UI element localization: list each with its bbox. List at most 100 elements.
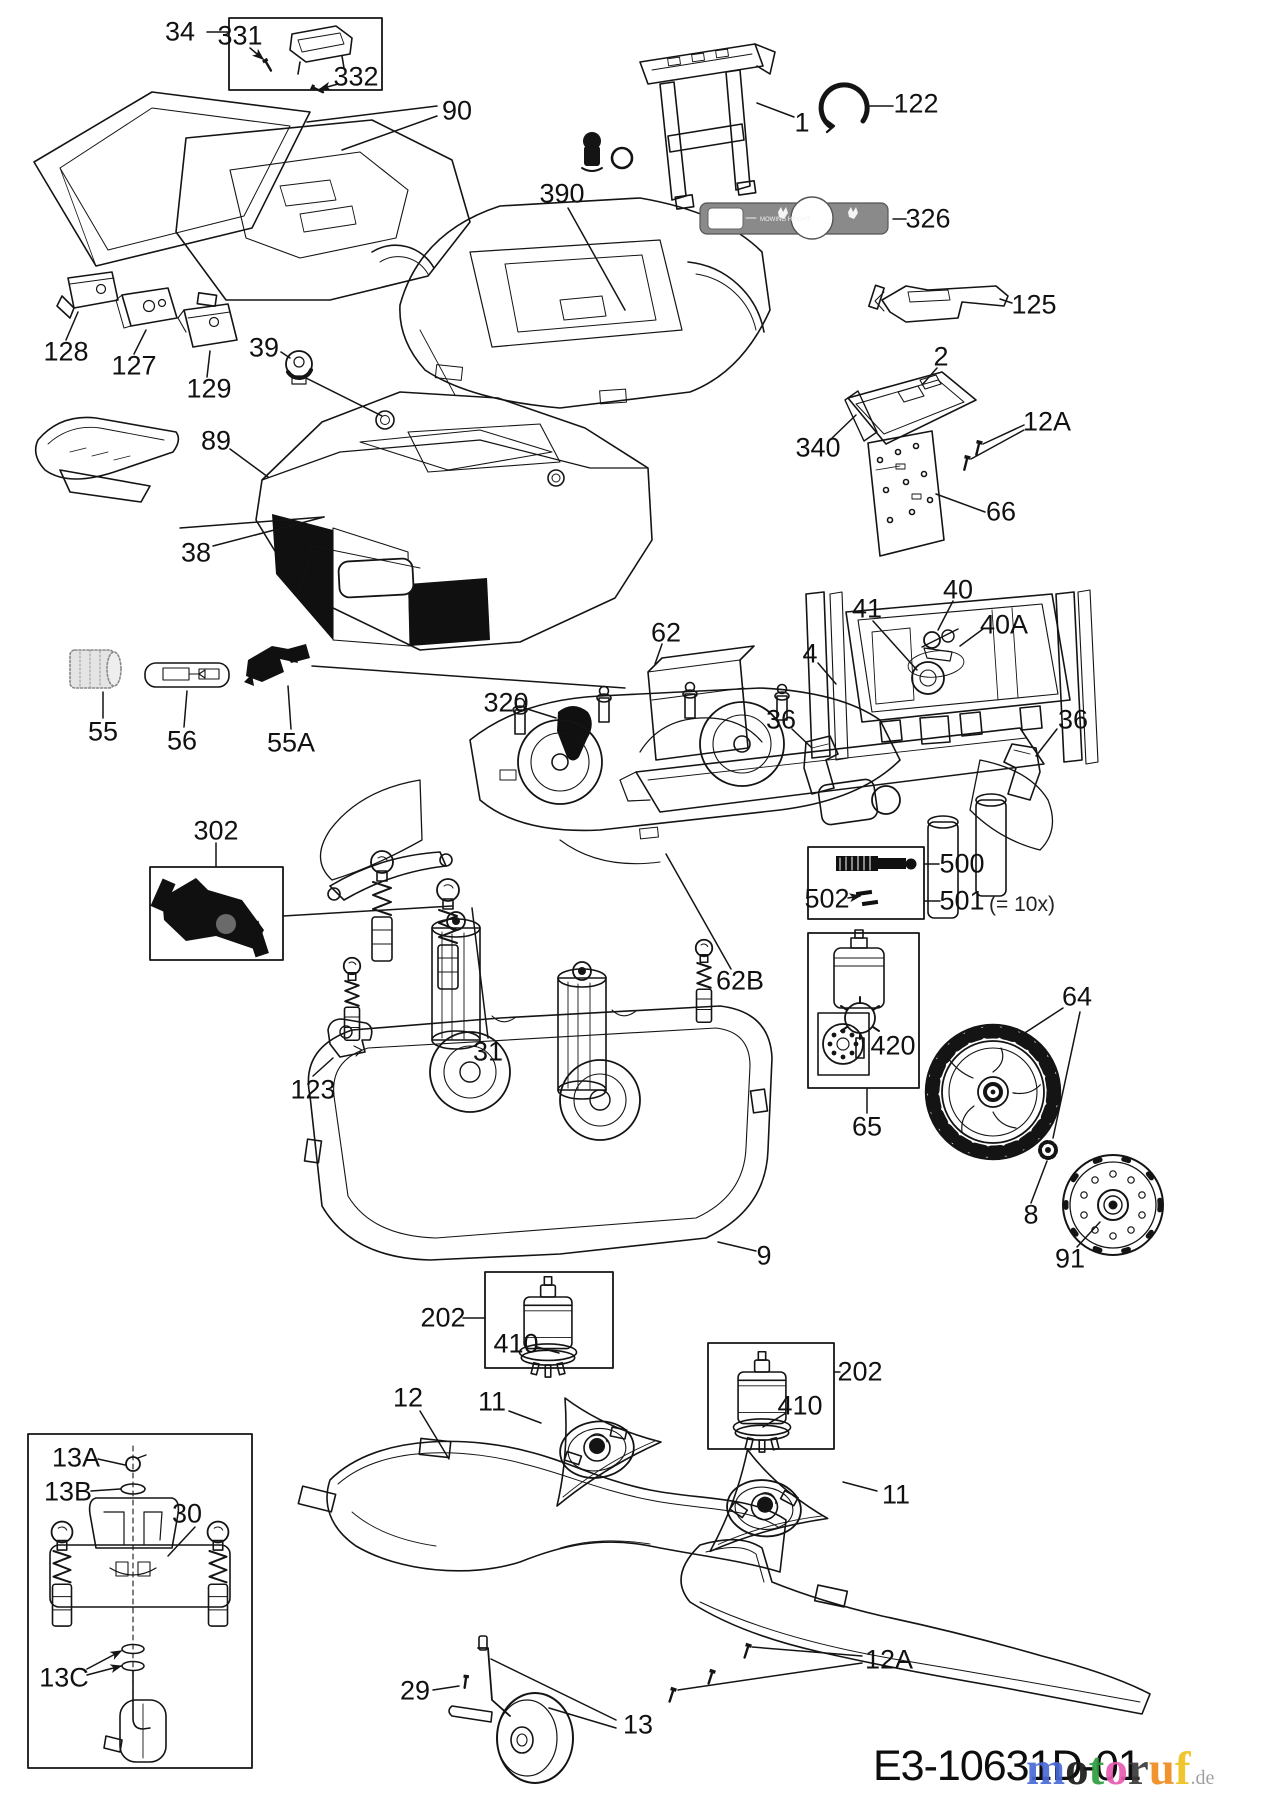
- part-390-plug: [582, 132, 632, 171]
- part-label-128: 128: [43, 336, 89, 367]
- part-123-clip: [328, 1019, 372, 1057]
- part-38-bumper: [36, 417, 179, 502]
- watermark: motoruf.de: [1026, 1742, 1214, 1796]
- part-label-41: 41: [851, 593, 883, 624]
- part-label-12: 12: [392, 1382, 424, 1413]
- part-420-box: [818, 1013, 869, 1075]
- part-8-nut: [1040, 1142, 1056, 1158]
- part-label-8: 8: [1023, 1199, 1039, 1230]
- part-label-340: 340: [795, 432, 841, 463]
- part-label-40: 40: [942, 574, 974, 605]
- part-label-36-left: 36: [765, 704, 797, 735]
- part-label-11-right: 11: [881, 1479, 911, 1510]
- part-label-1: 1: [794, 107, 810, 138]
- part-36-damper-left: [804, 736, 838, 794]
- part-label-55A: 55A: [266, 727, 316, 758]
- part-label-501: 501: [939, 885, 985, 916]
- part-29-pin: [460, 1673, 471, 1690]
- part-129-sensor: [178, 304, 237, 347]
- drawing-code: E3-10631D-01: [873, 1742, 1142, 1790]
- part-top-housing: [400, 198, 770, 408]
- part-label-90: 90: [441, 95, 473, 126]
- part-91-hubcap: [1063, 1155, 1163, 1255]
- part-label-38: 38: [180, 537, 212, 568]
- watermark-word: motoruf: [1026, 1743, 1191, 1795]
- part-128-sensor: [57, 272, 118, 318]
- part-label-9: 9: [756, 1240, 772, 1271]
- part-90-cover: [34, 92, 470, 306]
- part-label-4: 4: [802, 638, 818, 669]
- part-4-battery-tray: [806, 590, 1098, 764]
- part-326-decal: MOWING HEIGHT: [700, 197, 888, 239]
- part-label-13: 13: [622, 1709, 654, 1740]
- part-label-500: 500: [939, 848, 985, 879]
- part-55-grommet: [70, 650, 121, 688]
- leader-lines: [66, 32, 1100, 1728]
- part-30-height-adjuster: [28, 1434, 252, 1768]
- part-label-332: 332: [333, 61, 379, 92]
- part-label-40A: 40A: [979, 609, 1029, 640]
- part-34-latch-kit: [229, 18, 382, 96]
- part-65-gearmotor-kit: [808, 930, 919, 1088]
- part-202-motor-kit-left: [485, 1272, 613, 1378]
- part-label-36-right: 36: [1057, 704, 1089, 735]
- part-label-11-left: 11: [477, 1386, 507, 1417]
- part-36-damper-right: [1004, 744, 1040, 800]
- part-label-30: 30: [171, 1498, 203, 1529]
- part-label-122: 122: [893, 88, 939, 119]
- part-340-seal: [845, 391, 877, 441]
- part-202-motor-kit-right: [708, 1343, 834, 1453]
- part-label-56: 56: [166, 725, 198, 756]
- part-122-clip-ring: [821, 85, 867, 132]
- part-label-29: 29: [399, 1675, 431, 1706]
- part-label-331: 331: [217, 20, 263, 51]
- part-label-64: 64: [1061, 981, 1093, 1012]
- part-label-39: 39: [248, 332, 280, 363]
- part-56-fuse: [145, 663, 229, 687]
- part-31-chassis: [320, 681, 1052, 990]
- part-55A-clip: [244, 644, 310, 686]
- part-64-wheel: [926, 1025, 1060, 1159]
- part-1-handle: [640, 44, 775, 209]
- part-500-spindle-kit: [808, 847, 924, 919]
- part-9-deck: [305, 911, 772, 1260]
- part-label-420: 420: [870, 1030, 916, 1061]
- part-label-410-right: 410: [777, 1390, 823, 1421]
- part-label-31: 31: [472, 1036, 504, 1067]
- part-label-13C: 13C: [39, 1662, 89, 1693]
- part-12-shell: [298, 1438, 786, 1572]
- part-label-390: 390: [539, 178, 585, 209]
- part-40-cam: [922, 629, 958, 661]
- part-127-sensor: [116, 288, 177, 328]
- part-66-pcb: [868, 431, 944, 556]
- part-302-bracket: [150, 867, 283, 960]
- part-125-bracket: [869, 285, 1008, 322]
- part-label-65: 65: [851, 1111, 883, 1142]
- part-label-202-left: 202: [420, 1302, 466, 1333]
- part-label-34: 34: [164, 16, 196, 47]
- part-label-326: 326: [905, 203, 951, 234]
- part-label-127: 127: [111, 350, 157, 381]
- part-label-91: 91: [1054, 1243, 1086, 1274]
- part-label-55: 55: [87, 716, 119, 747]
- part-label-302: 302: [193, 815, 239, 846]
- part-label-89: 89: [200, 425, 232, 456]
- part-label-qty-note: (= 10x): [989, 893, 1055, 916]
- part-label-66: 66: [985, 496, 1017, 527]
- part-13-lower-shell: [681, 1540, 1150, 1714]
- decal-text: MOWING HEIGHT: [760, 217, 811, 223]
- part-label-2: 2: [933, 341, 949, 372]
- watermark-suffix: .de: [1190, 1767, 1215, 1789]
- part-label-410-left: 410: [493, 1328, 539, 1359]
- part-39-knob: [286, 351, 312, 384]
- part-label-62B: 62B: [715, 965, 765, 996]
- part-2-tray: [845, 372, 976, 444]
- part-label-129: 129: [186, 373, 232, 404]
- part-label-12A-bottom: 12A: [864, 1644, 914, 1675]
- part-13-caster: [449, 1636, 573, 1783]
- part-label-320: 320: [483, 687, 529, 718]
- part-label-125: 125: [1011, 289, 1057, 320]
- part-label-502: 502: [804, 883, 850, 914]
- part-label-202-right: 202: [837, 1356, 883, 1387]
